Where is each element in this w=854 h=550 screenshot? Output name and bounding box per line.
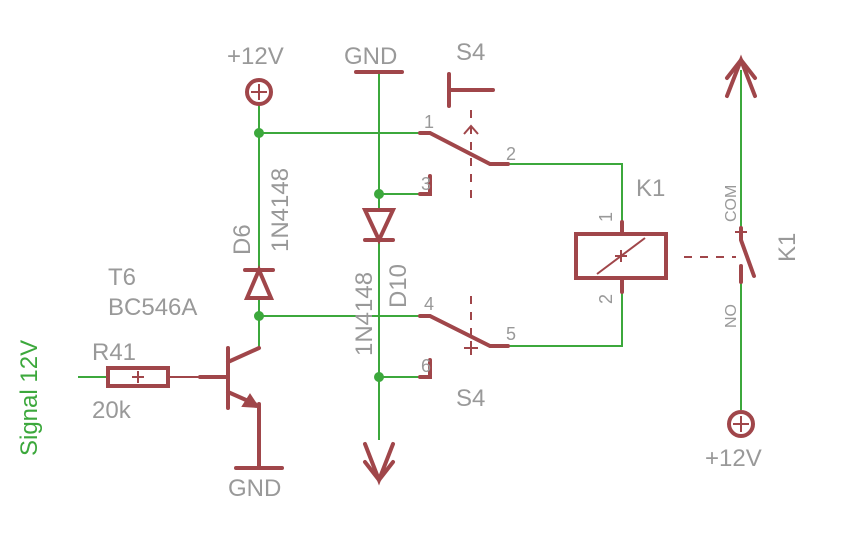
t6-name-label: T6 (108, 264, 136, 291)
d10-name-label: D10 (385, 264, 412, 308)
r41-name-label: R41 (92, 339, 136, 366)
pin-s4-6: 6 (421, 356, 431, 376)
d10-part-label: 1N4148 (351, 272, 378, 356)
relay-coil-label: K1 (636, 175, 665, 202)
gnd-top-label: GND (344, 43, 397, 70)
t6-part-label: BC546A (108, 294, 197, 321)
diode-d10 (361, 208, 397, 245)
pin-s4-1: 1 (424, 112, 434, 132)
pin-k1-2: 2 (596, 294, 616, 304)
junction-gnd-pin6 (374, 372, 384, 382)
no-label: NO (723, 304, 740, 328)
switch-s4-top (418, 72, 510, 200)
diode-d6 (243, 264, 275, 300)
d6-part-label: 1N4148 (267, 168, 294, 252)
junction-gnd-pin3 (374, 189, 384, 199)
d6-name-label: D6 (229, 224, 256, 255)
r41-value-label: 20k (92, 397, 132, 424)
vcc-right-label: +12V (705, 445, 762, 472)
gnd-arrow-bottom (363, 442, 395, 486)
pin-s4-3: 3 (421, 174, 431, 194)
junction-collector (254, 311, 264, 321)
signal-label: Signal 12V (16, 340, 43, 456)
vcc-symbol-right (727, 410, 755, 438)
com-label: COM (723, 185, 740, 222)
pin-s4-5: 5 (506, 324, 516, 344)
switch-bottom-label: S4 (456, 385, 485, 412)
wire-pin5-k1 (508, 292, 623, 347)
pin-s4-2: 2 (506, 144, 516, 164)
resistor-r41 (106, 366, 200, 388)
pin-s4-4: 4 (424, 294, 434, 314)
pin-k1-1: 1 (596, 212, 616, 222)
gnd-bottom-label: GND (228, 475, 281, 502)
transistor-t6 (198, 346, 284, 470)
junction-vcc (254, 128, 264, 138)
relay-k1-contact (735, 226, 756, 284)
vcc-symbol-top (245, 78, 273, 106)
junctions (254, 128, 384, 382)
wire-pin2-k1 (508, 163, 623, 222)
wires (78, 70, 742, 440)
vcc-top-label: +12V (227, 43, 284, 70)
switch-top-label: S4 (456, 39, 485, 66)
relay-k1-coil (574, 220, 736, 294)
arrow-up-right (725, 54, 757, 98)
relay-contact-label: K1 (774, 233, 801, 262)
switch-s4-bottom (418, 296, 510, 379)
